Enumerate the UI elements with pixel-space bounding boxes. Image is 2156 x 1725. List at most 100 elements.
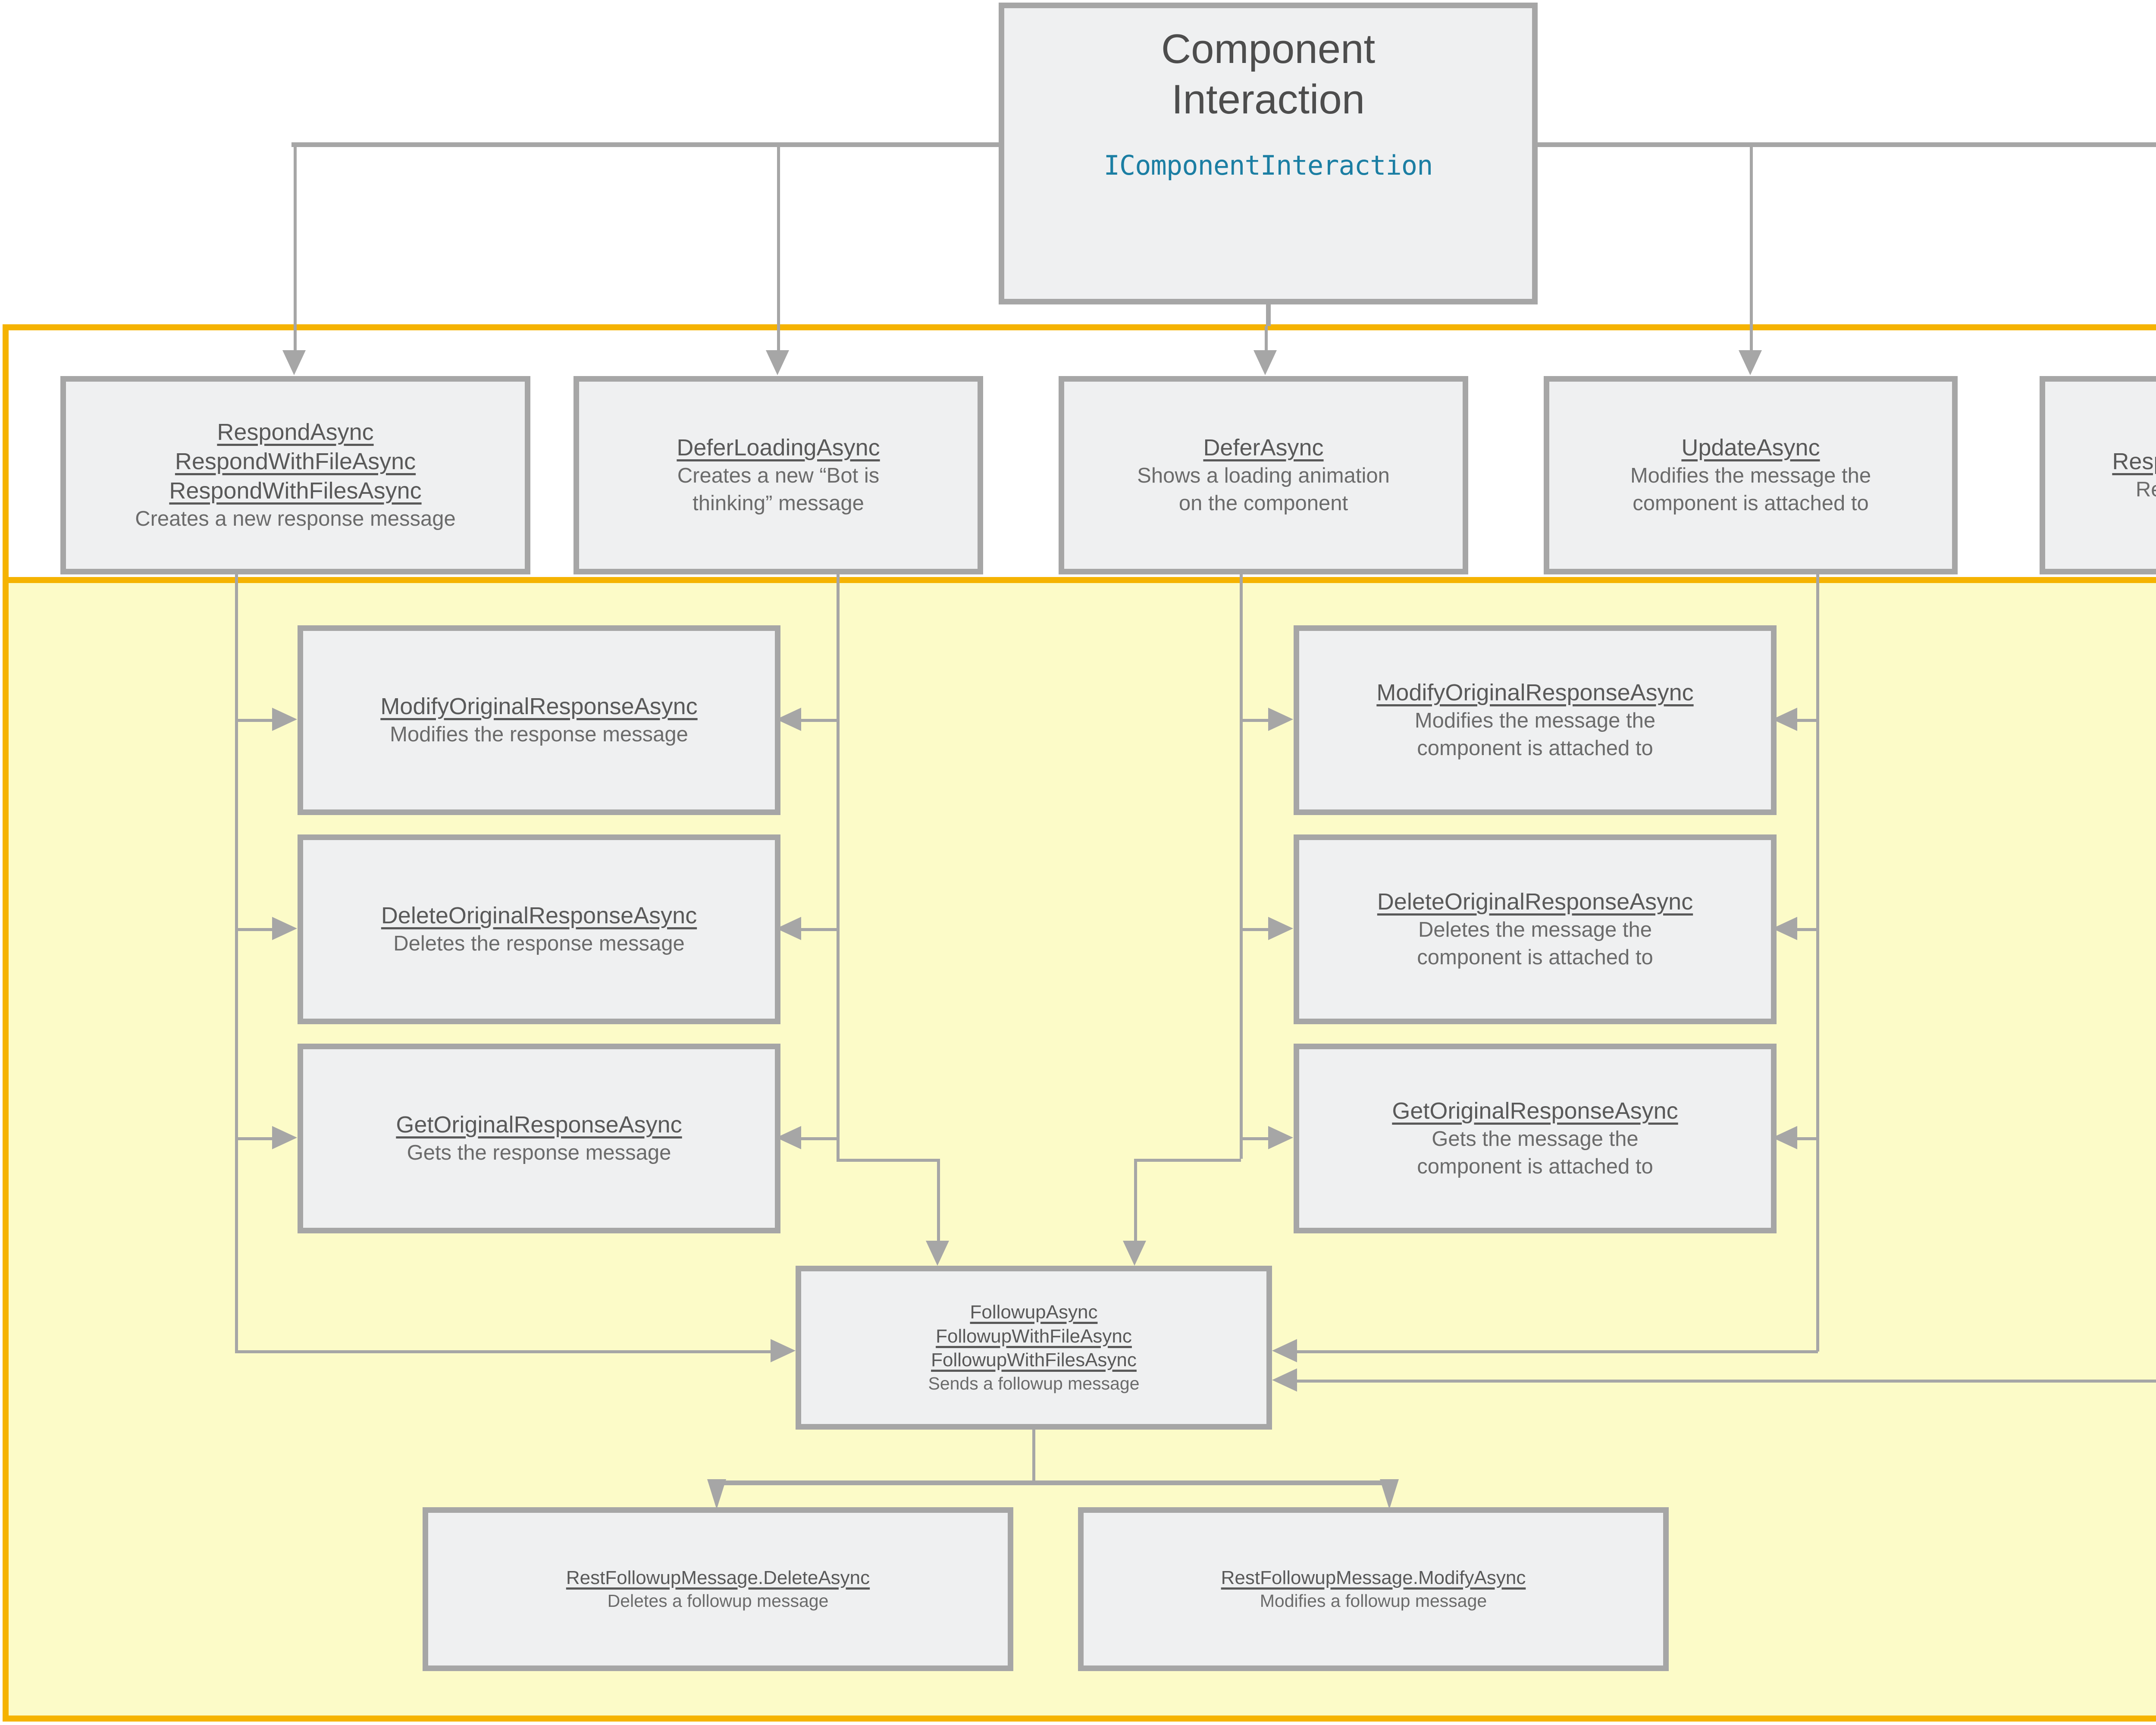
method-name: GetOriginalResponseAsync xyxy=(396,1112,682,1138)
node-respond-with-modal-async[interactable]: RespondWithModalAsync Responds with a mo… xyxy=(2040,376,2156,574)
node-left-modify-original-response-async[interactable]: ModifyOriginalResponseAsync Modifies the… xyxy=(298,625,780,815)
method-name: RestFollowupMessage.DeleteAsync xyxy=(566,1567,870,1588)
method-name: GetOriginalResponseAsync xyxy=(1392,1098,1678,1124)
connector-dl-to-left-get xyxy=(801,1137,838,1140)
node-mid-delete-original-response-async[interactable]: DeleteOriginalResponseAsync Deletes the … xyxy=(1294,834,1777,1024)
connector-drop-defer xyxy=(1265,326,1268,350)
method-name: ModifyOriginalResponseAsync xyxy=(1376,680,1694,706)
arrowhead-hub-left-top xyxy=(926,1241,949,1266)
connector-drop-deferloading xyxy=(777,142,780,350)
arrowhead-deferloading xyxy=(766,350,789,375)
arrowhead-left-delete xyxy=(272,917,297,940)
connector-bar-left-cap xyxy=(994,142,999,147)
connector-defer-to-mid-modify xyxy=(1240,719,1277,722)
arrowhead-left-get xyxy=(272,1126,297,1149)
method-name: DeferLoadingAsync xyxy=(677,435,880,461)
method-description: component is attached to xyxy=(1417,1155,1653,1179)
node-rest-followup-message-modify-async[interactable]: RestFollowupMessage.ModifyAsync Modifies… xyxy=(1078,1507,1669,1671)
node-rest-followup-message-delete-async[interactable]: RestFollowupMessage.DeleteAsync Deletes … xyxy=(423,1507,1013,1671)
connector-update-rail xyxy=(1816,574,1819,1352)
connector-respond-to-left-modify xyxy=(235,719,272,722)
method-description: component is attached to xyxy=(1633,492,1869,515)
node-update-async[interactable]: UpdateAsync Modifies the message the com… xyxy=(1544,376,1958,574)
method-description: Modifies the message the xyxy=(1630,464,1871,488)
connector-modal-to-followup xyxy=(1297,1380,2156,1383)
method-description: Deletes a followup message xyxy=(607,1591,829,1611)
node-mid-get-original-response-async[interactable]: GetOriginalResponseAsync Gets the messag… xyxy=(1294,1044,1777,1233)
method-description: thinking” message xyxy=(693,492,864,515)
connector-root-stub xyxy=(1266,304,1271,326)
method-name: DeferAsync xyxy=(1203,435,1324,461)
node-left-get-original-response-async[interactable]: GetOriginalResponseAsync Gets the respon… xyxy=(298,1044,780,1233)
method-description: Deletes the message the xyxy=(1418,918,1652,942)
arrowhead-mid-modify xyxy=(1268,708,1293,731)
arrowhead-left-modify xyxy=(272,708,297,731)
connector-respond-to-followup xyxy=(235,1350,771,1353)
connector-defer-to-mid-get xyxy=(1240,1137,1277,1140)
node-mid-modify-original-response-async[interactable]: ModifyOriginalResponseAsync Modifies the… xyxy=(1294,625,1777,815)
connector-update-to-mid-delete xyxy=(1797,928,1818,931)
connector-drop-respond xyxy=(294,142,297,350)
connector-respond-to-left-get xyxy=(235,1137,272,1140)
arrowhead-update xyxy=(1739,350,1762,375)
connector-defer-to-hub xyxy=(1134,1159,1137,1241)
method-name: DeleteOriginalResponseAsync xyxy=(1377,889,1693,915)
connector-respond-to-left-delete xyxy=(235,928,272,931)
node-component-interaction[interactable]: Component Interaction IComponentInteract… xyxy=(999,3,1538,304)
node-defer-loading-async[interactable]: DeferLoadingAsync Creates a new “Bot is … xyxy=(573,376,983,574)
connector-update-to-mid-get xyxy=(1797,1137,1818,1140)
connector-dl-elbow xyxy=(837,1159,940,1162)
method-name: RestFollowupMessage.ModifyAsync xyxy=(1221,1567,1526,1588)
method-description: component is attached to xyxy=(1417,737,1653,760)
method-description: Sends a followup message xyxy=(928,1373,1140,1393)
method-description: Modifies the message the xyxy=(1414,709,1656,733)
connector-update-to-followup xyxy=(1297,1350,1818,1353)
arrowhead-followup-from-update xyxy=(1272,1339,1297,1362)
method-description: component is attached to xyxy=(1417,946,1653,969)
root-title-line1: Component xyxy=(1161,26,1376,72)
method-description: Gets the message the xyxy=(1432,1127,1639,1151)
method-name: RespondAsync xyxy=(217,419,374,445)
connector-defer-to-mid-delete xyxy=(1240,928,1277,931)
connector-hub-split-bar xyxy=(717,1480,1391,1485)
method-description: Modifies the response message xyxy=(390,723,688,746)
method-name: ModifyOriginalResponseAsync xyxy=(380,693,698,720)
connector-update-to-mid-modify xyxy=(1797,719,1818,722)
method-description: on the component xyxy=(1178,492,1348,515)
method-description: Creates a new response message xyxy=(135,507,456,531)
arrowhead-defer xyxy=(1253,350,1277,375)
connector-dl-to-left-delete xyxy=(801,928,838,931)
node-defer-async[interactable]: DeferAsync Shows a loading animation on … xyxy=(1059,376,1468,574)
node-followup-async[interactable]: FollowupAsync FollowupWithFileAsync Foll… xyxy=(796,1266,1272,1430)
root-title-line2: Interaction xyxy=(1171,76,1365,123)
method-name: FollowupWithFileAsync xyxy=(936,1325,1132,1347)
arrowhead-hub-right-top xyxy=(1123,1241,1146,1266)
connector-drop-update xyxy=(1750,142,1753,350)
method-description: Creates a new “Bot is xyxy=(677,464,880,488)
method-name: FollowupWithFilesAsync xyxy=(931,1349,1137,1371)
method-name: RespondWithModalAsync xyxy=(2112,448,2156,475)
node-left-delete-original-response-async[interactable]: DeleteOriginalResponseAsync Deletes the … xyxy=(298,834,780,1024)
method-name: RespondWithFilesAsync xyxy=(169,478,422,504)
method-name: DeleteOriginalResponseAsync xyxy=(381,903,697,929)
connector-hub-stem xyxy=(1032,1430,1035,1482)
arrowhead-respond xyxy=(282,350,306,375)
method-description: Responds with a modal xyxy=(2135,478,2156,502)
connector-dl-to-left-modify xyxy=(801,719,838,722)
connector-deferloading-rail xyxy=(837,574,840,1159)
arrowhead-rest-modify xyxy=(1380,1479,1399,1509)
connector-defer-rail xyxy=(1240,574,1243,1159)
arrowhead-mid-get xyxy=(1268,1126,1293,1149)
method-name: UpdateAsync xyxy=(1681,435,1820,461)
method-description: Shows a loading animation xyxy=(1137,464,1390,488)
method-description: Gets the response message xyxy=(407,1141,671,1165)
method-name: FollowupAsync xyxy=(970,1302,1098,1323)
connector-defer-elbow xyxy=(1134,1159,1241,1162)
connector-dl-to-hub xyxy=(937,1159,940,1241)
arrowhead-rest-delete xyxy=(707,1479,726,1509)
arrowhead-followup-from-modal xyxy=(1272,1368,1297,1392)
method-description: Deletes the response message xyxy=(393,932,685,956)
method-description: Modifies a followup message xyxy=(1260,1591,1487,1611)
node-respond-async[interactable]: RespondAsync RespondWithFileAsync Respon… xyxy=(60,376,530,574)
